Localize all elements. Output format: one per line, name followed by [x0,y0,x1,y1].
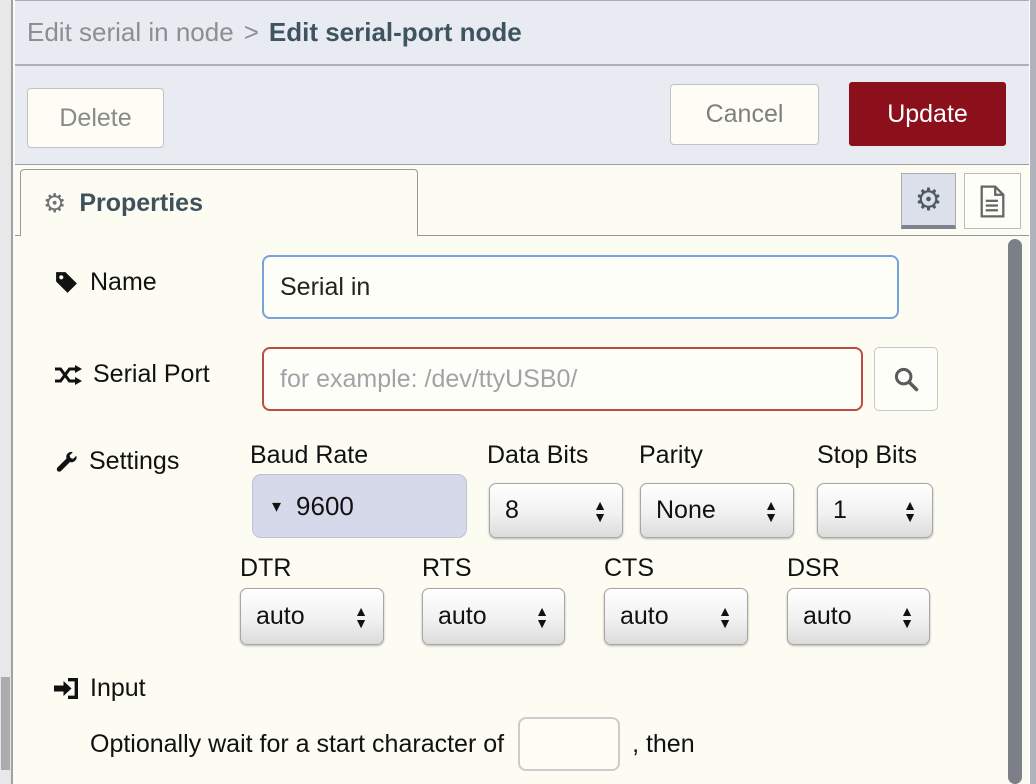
dtr-value: auto [256,602,305,630]
sign-in-icon [54,677,79,700]
input-section-label: Input [54,674,146,703]
parity-value: None [656,496,716,524]
parity-select[interactable]: None ▲▼ [640,483,794,538]
dtr-select[interactable]: auto ▲▼ [240,588,384,645]
tab-properties-label: Properties [79,188,203,217]
baud-rate-label: Baud Rate [250,441,369,469]
dialog-toolbar: Delete Cancel Update [15,66,1036,165]
properties-gear-icon: ⚙ [43,187,67,218]
serial-port-label-text: Serial Port [93,360,210,388]
data-bits-value: 8 [505,496,519,524]
start-character-input[interactable] [518,717,621,771]
update-button[interactable]: Update [849,82,1006,146]
search-port-button[interactable] [874,347,938,411]
serial-port-field-label: Serial Port [54,360,210,389]
wait-character-row: Optionally wait for a start character of… [90,716,695,772]
delete-button[interactable]: Delete [27,88,164,148]
stop-bits-value: 1 [833,496,847,524]
node-help-button[interactable] [964,173,1021,229]
cts-value: auto [620,602,669,630]
cts-label: CTS [604,554,654,582]
spinner-arrows-icon: ▲▼ [903,496,917,525]
dsr-select[interactable]: auto ▲▼ [787,588,930,645]
dsr-value: auto [803,602,852,630]
cts-select[interactable]: auto ▲▼ [604,588,748,645]
rts-select[interactable]: auto ▲▼ [422,588,565,645]
dsr-label: DSR [787,554,840,582]
dialog-header: Edit serial in node > Edit serial-port n… [15,0,1036,66]
baud-rate-dropdown[interactable]: ▾ 9600 [252,474,467,538]
tag-icon [54,270,79,295]
stop-bits-select[interactable]: 1 ▲▼ [817,483,933,538]
baud-rate-value: 9600 [296,490,354,521]
wait-text-after: , then [632,729,695,758]
spinner-arrows-icon: ▲▼ [593,496,607,525]
parity-label: Parity [639,441,703,469]
workspace-left-strip [0,0,13,784]
spinner-arrows-icon: ▲▼ [535,602,549,631]
spinner-arrows-icon: ▲▼ [718,602,732,631]
wait-text-before: Optionally wait for a start character of [90,729,505,758]
data-bits-label: Data Bits [487,441,589,469]
window-right-edge [1029,0,1036,784]
caret-down-icon: ▾ [272,495,282,516]
tab-properties[interactable]: ⚙ Properties [20,169,418,236]
name-label-text: Name [90,268,157,296]
document-icon [979,185,1006,218]
stop-bits-label: Stop Bits [817,441,918,469]
scrollbar-thumb[interactable] [1008,239,1022,784]
spinner-arrows-icon: ▲▼ [900,602,914,631]
rts-label: RTS [422,554,472,582]
breadcrumb-parent[interactable]: Edit serial in node [27,17,234,47]
left-scrollbar-thumb[interactable] [1,677,10,770]
node-settings-button[interactable]: ⚙ [901,173,956,229]
cancel-button[interactable]: Cancel [670,84,819,145]
rts-value: auto [438,602,487,630]
settings-label-text: Settings [89,447,180,475]
spinner-arrows-icon: ▲▼ [354,602,368,631]
settings-field-label: Settings [54,447,179,476]
tab-bar: ⚙ Properties ⚙ [15,165,1036,236]
gear-icon: ⚙ [914,181,943,217]
name-field-label: Name [54,268,157,297]
serial-port-input[interactable] [262,347,863,411]
wrench-icon [54,450,78,474]
breadcrumb-separator: > [243,17,259,47]
name-input[interactable] [262,255,899,319]
random-icon [54,364,82,386]
spinner-arrows-icon: ▲▼ [764,496,778,525]
properties-form: Name Serial Port [15,236,1036,784]
edit-panel: Edit serial in node > Edit serial-port n… [15,0,1036,784]
data-bits-select[interactable]: 8 ▲▼ [489,483,623,538]
input-label-text: Input [90,674,146,702]
search-icon [892,365,920,393]
dtr-label: DTR [240,554,292,582]
breadcrumb-current: Edit serial-port node [268,17,522,47]
